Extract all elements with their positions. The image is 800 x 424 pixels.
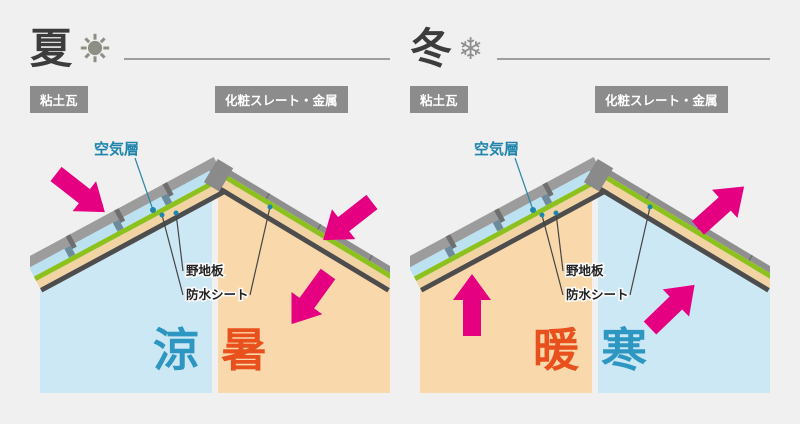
summer-panel: 夏 粘土瓦 化粧スレート・金属: [30, 22, 390, 414]
heat-arrow: [323, 194, 378, 241]
slate-metal-roof: [583, 158, 770, 293]
waterproof-layer: [413, 171, 612, 281]
warm-region: [218, 185, 390, 393]
header-rule: [497, 58, 770, 60]
air-layer: [410, 162, 610, 277]
air-layer-label: 空気層: [474, 140, 519, 158]
heat-arrow: [50, 166, 105, 213]
slate-surface: [214, 162, 390, 277]
badge-slate-metal: 化粧スレート・金属: [595, 86, 728, 113]
roof-underside: [585, 178, 770, 293]
heat-arrow: [453, 274, 491, 336]
clay-tile-roof: [30, 157, 238, 293]
summer-diagram: 空気層 野地板 防水シート 涼 暑: [30, 139, 390, 393]
cool-kanji: 涼: [153, 324, 199, 376]
heat-arrows: [453, 186, 745, 336]
annotations: 空気層 野地板 防水シート: [473, 139, 653, 304]
sheathing-layer: [416, 175, 616, 288]
badge-clay-tile: 粘土瓦: [30, 86, 88, 113]
season-title-summer: 夏: [30, 24, 73, 73]
sheathing-label: 野地板: [186, 263, 224, 278]
clay-tiles: [30, 157, 219, 272]
sheathing-layer: [36, 175, 236, 288]
winter-header: 冬 ❄: [410, 22, 770, 70]
warm-kanji: 暖: [533, 324, 580, 376]
sheathing-label: 野地板: [566, 263, 604, 278]
season-title-winter: 冬: [410, 24, 453, 73]
air-layer-label: 空気層: [94, 140, 139, 158]
waterproof-layer: [33, 171, 232, 281]
heat-arrow: [691, 186, 745, 235]
clay-tiles: [410, 157, 599, 272]
cool-region: [40, 195, 212, 393]
warm-kanji: 暑: [221, 324, 267, 376]
annotations: 空気層 野地板 防水シート: [93, 139, 273, 304]
waterproof-label: 防水シート: [566, 287, 629, 302]
warm-region: [420, 195, 592, 393]
sun-icon: [80, 33, 110, 63]
slate-metal-roof: [203, 158, 390, 293]
ridge-cap: [583, 158, 614, 192]
header-rule: [124, 58, 390, 60]
cool-kanji: 寒: [601, 324, 647, 376]
sheathing-layer: [208, 172, 390, 289]
roof-underside: [420, 182, 618, 293]
heat-arrows: [50, 166, 378, 325]
snowflake-icon: ❄: [458, 33, 484, 66]
slate-surface: [594, 162, 770, 277]
badge-clay-tile: 粘土瓦: [410, 86, 468, 113]
winter-panel: 冬 ❄ 粘土瓦 化粧スレート・金属: [410, 22, 770, 414]
roof-underside: [39, 182, 238, 293]
sheathing-layer: [588, 172, 770, 289]
winter-diagram: 空気層 野地板 防水シート 暖 寒: [410, 139, 770, 393]
clay-tile-roof: [410, 157, 618, 293]
waterproof-layer: [212, 167, 390, 282]
heat-arrow: [643, 284, 695, 335]
air-layer: [30, 162, 230, 277]
heat-arrow: [291, 268, 336, 325]
waterproof-label: 防水シート: [186, 287, 249, 302]
ridge-cap: [203, 158, 234, 192]
roof-underside: [205, 178, 390, 293]
badge-slate-metal: 化粧スレート・金属: [215, 86, 348, 113]
summer-header: 夏: [30, 22, 390, 70]
waterproof-layer: [592, 167, 770, 282]
